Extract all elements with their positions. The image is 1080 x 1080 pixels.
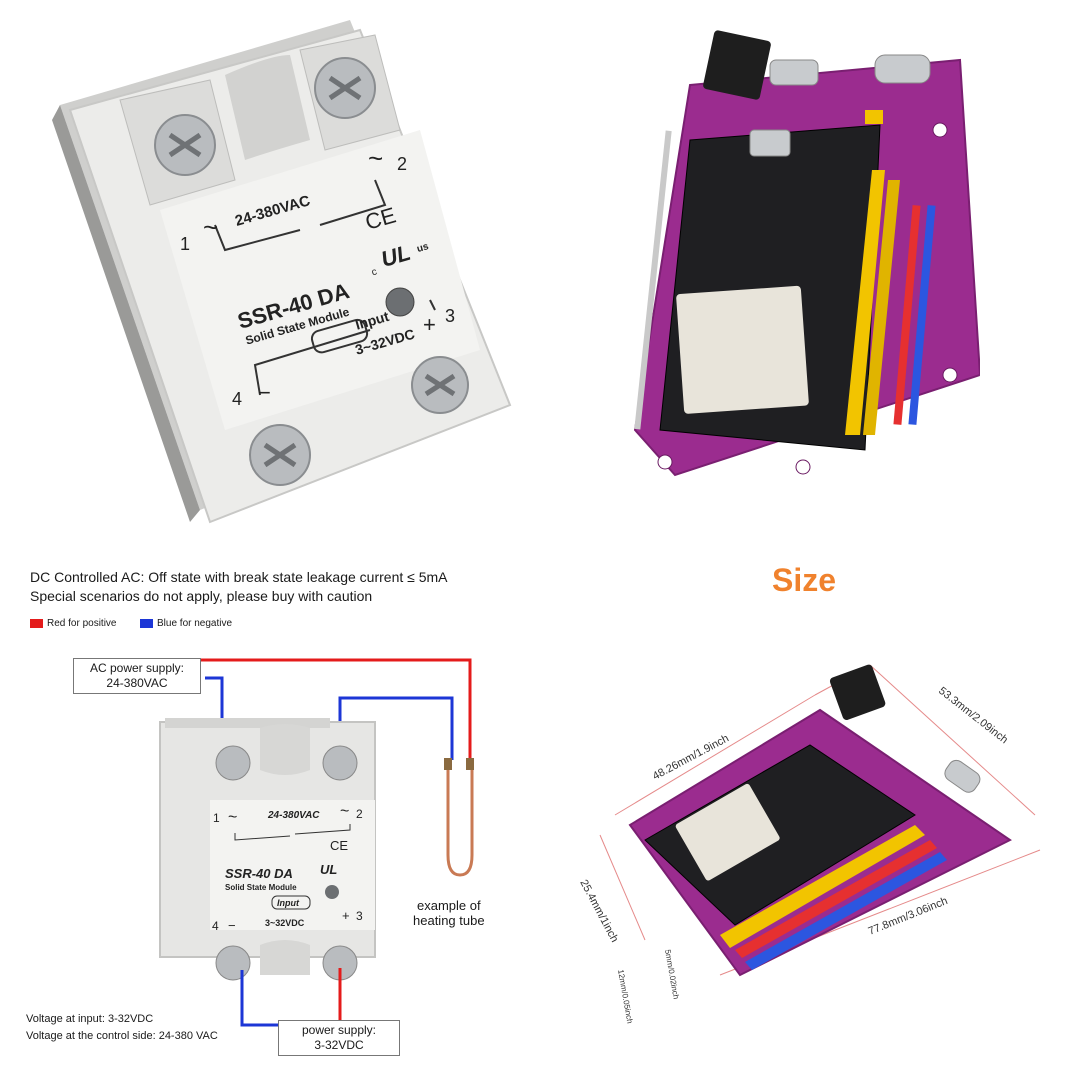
heating-line2: heating tube (413, 913, 485, 928)
relay-terminal-2: 2 (397, 154, 407, 174)
voltage-input-note: Voltage at input: 3-32VDC (26, 1013, 154, 1025)
diag-model: SSR-40 DA (225, 866, 293, 881)
diag-terminal-1: 1 (213, 811, 220, 825)
voltage-control-note: Voltage at the control side: 24-380 VAC (26, 1030, 218, 1042)
size-diagram: 48.26mm/1.9inch 53.3mm/2.09inch 25.4mm/1… (577, 664, 1041, 1024)
ul-us: us (416, 241, 431, 255)
legend-blue-label: Blue for negative (157, 618, 233, 629)
wiring-caption-line1: DC Controlled AC: Off state with break s… (30, 569, 448, 585)
relay-tilde-1: ~ (203, 212, 218, 242)
dim-left: 25.4mm/1inch (577, 878, 620, 945)
relay-photo: 24-380VAC SSR-40 DA Solid State Module I… (52, 20, 512, 524)
diag-tilde-2: ~ (340, 803, 349, 820)
esp32-board-photo (633, 30, 980, 477)
dc-power-supply-label: power supply: 3-32VDC (278, 1020, 400, 1056)
diag-terminal-3: 3 (356, 909, 363, 923)
ac-supply-line2: 24-380VAC (106, 676, 168, 690)
relay-terminal-1: 1 (180, 234, 190, 254)
dim-right: 53.3mm/2.09inch (936, 685, 1010, 746)
diag-terminal-2: 2 (356, 807, 363, 821)
legend-red: Red for positive (30, 618, 116, 629)
relay-terminal-3: 3 (445, 306, 455, 326)
diag-tilde-1: ~ (228, 809, 237, 826)
diag-plus: + (342, 908, 350, 923)
diag-ul-mark: UL (320, 862, 337, 877)
size-title: Size (772, 562, 837, 598)
dc-supply-line2: 3-32VDC (314, 1038, 364, 1052)
diag-input-label: Input (277, 898, 300, 908)
dim-small2: 12mm/0.05inch (616, 969, 634, 1024)
ul-c: c (370, 266, 378, 278)
blue-swatch (140, 619, 153, 628)
diag-subtitle: Solid State Module (225, 883, 297, 892)
diag-ac-rating: 24-380VAC (267, 810, 320, 821)
legend-red-label: Red for positive (47, 618, 117, 629)
dim-small1: 5mm/0.02inch (663, 949, 681, 1000)
wiring-diagram: 1 ~ 24-380VAC ~ 2 CE SSR-40 DA UL Solid … (159, 658, 474, 1027)
relay-plus: + (423, 312, 436, 337)
red-swatch (30, 619, 43, 628)
diag-terminal-4: 4 (212, 919, 219, 933)
heating-line1: example of (416, 898, 481, 913)
diag-minus: − (228, 918, 236, 933)
dc-supply-line1: power supply: (301, 1023, 377, 1037)
relay-tilde-2: ~ (368, 143, 383, 173)
diag-ce-mark: CE (330, 838, 348, 853)
diag-dc-rating: 3~32VDC (265, 918, 305, 928)
relay-terminal-4: 4 (232, 389, 242, 409)
ac-power-supply-label: AC power supply: 24-380VAC (73, 658, 201, 694)
heating-tube-label: example of heating tube (413, 898, 485, 928)
legend-blue: Blue for negative (140, 618, 232, 629)
ac-supply-line1: AC power supply: (89, 661, 185, 675)
relay-minus: − (258, 380, 271, 405)
wiring-caption-line2: Special scenarios do not apply, please b… (30, 588, 373, 604)
